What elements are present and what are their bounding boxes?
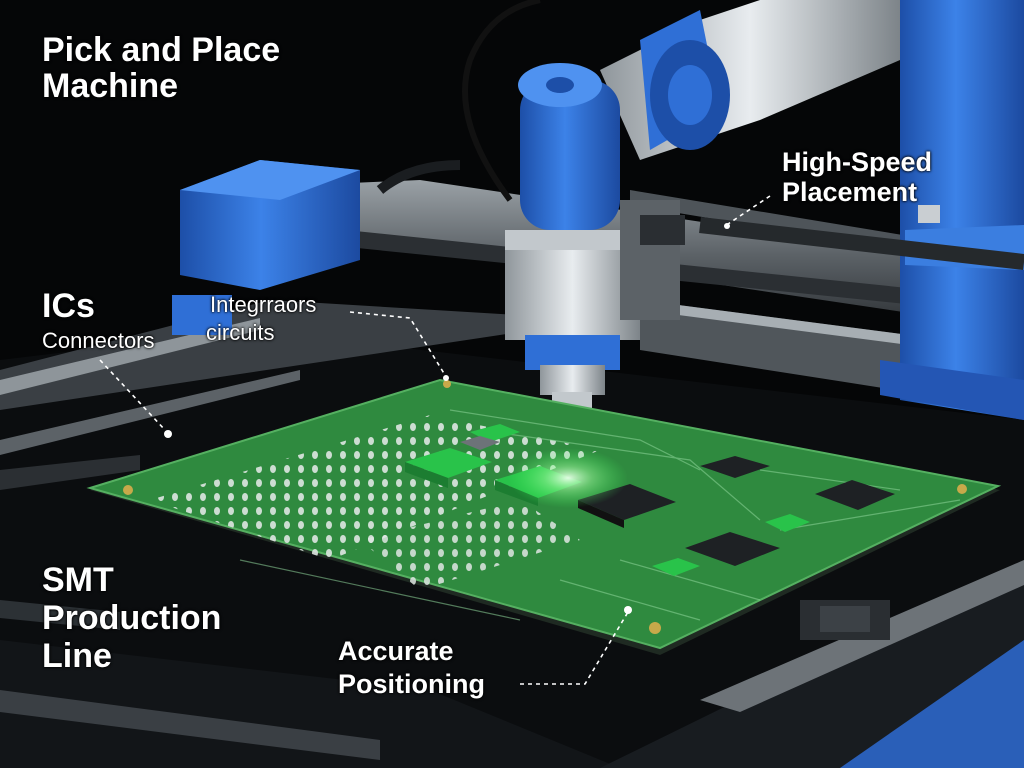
smt-label-2: Production xyxy=(42,599,222,637)
callout-dot-accurate xyxy=(624,606,632,614)
callout-dot-highspeed xyxy=(724,223,730,229)
title-line-1: Pick and Place xyxy=(42,31,281,69)
callout-lines xyxy=(99,195,771,685)
placement-glow xyxy=(508,448,628,508)
connectors-label: Connectors xyxy=(42,328,155,353)
ics-label: ICs xyxy=(42,287,95,325)
gantry-rails xyxy=(0,180,1024,455)
accurate-label-1: Accurate xyxy=(338,636,454,666)
pcb-board xyxy=(86,378,1002,655)
integrated-circuits-label-2: circuits xyxy=(206,320,275,345)
air-hose xyxy=(462,0,541,202)
placement-head xyxy=(505,200,685,470)
cable-chain xyxy=(376,160,1024,270)
right-arm-column xyxy=(880,0,1024,420)
left-gantry-block xyxy=(172,160,360,335)
callout-dot-ics xyxy=(443,375,449,381)
smt-label-1: SMT xyxy=(42,561,114,599)
robot-arm xyxy=(518,0,900,230)
high-speed-label-2: Placement xyxy=(782,177,918,207)
smt-label-3: Line xyxy=(42,637,112,675)
high-speed-label-1: High-Speed xyxy=(782,147,933,177)
callout-dot-connectors xyxy=(164,430,172,438)
accurate-label-2: Positioning xyxy=(338,669,485,699)
integrated-circuits-label-1: Integrraors xyxy=(210,292,317,317)
title-line-2: Machine xyxy=(42,67,179,105)
